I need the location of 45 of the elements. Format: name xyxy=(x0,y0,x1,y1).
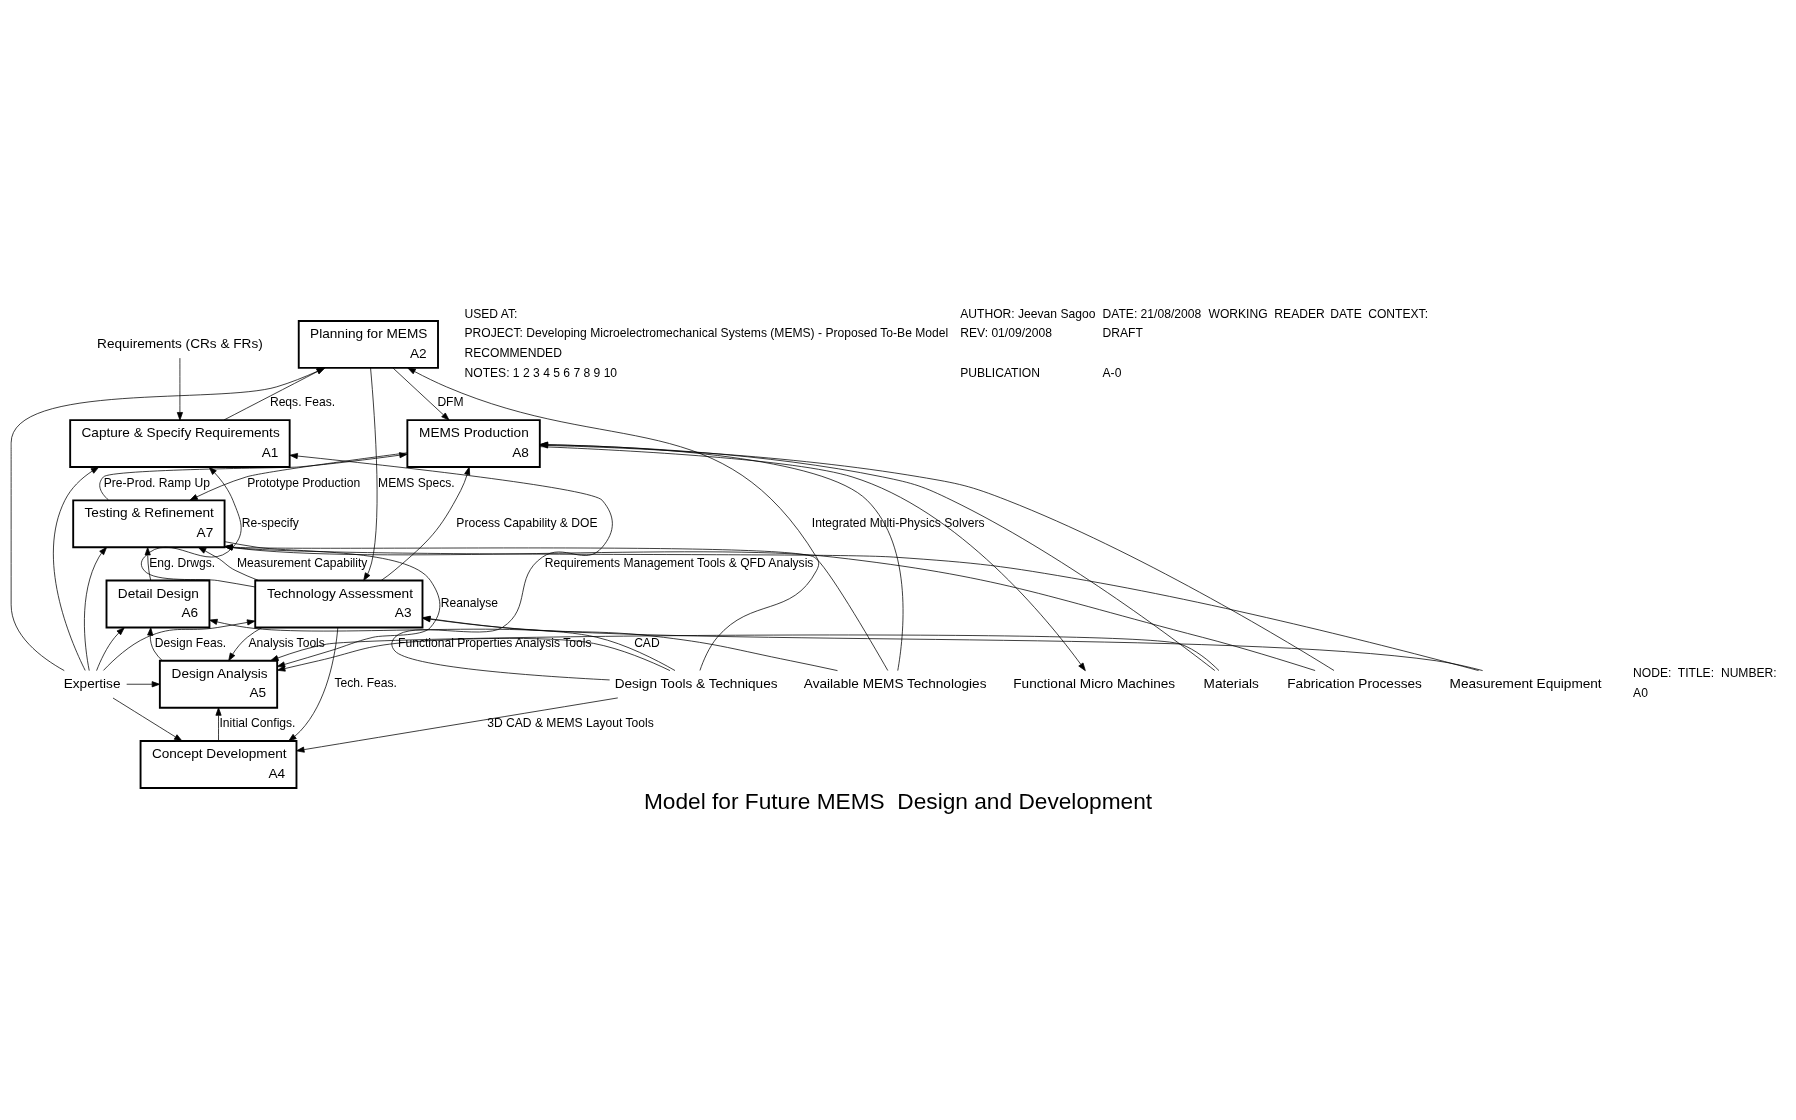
edge-label: CAD xyxy=(634,635,660,650)
edge-label: Re-specify xyxy=(241,515,299,530)
label: USED AT: xyxy=(464,306,518,321)
edge-label: Prototype Production xyxy=(247,475,361,490)
node-text: Fabrication Processes xyxy=(1287,675,1422,691)
label: DRAFT xyxy=(1102,325,1143,340)
edge-label: DFM xyxy=(437,394,464,409)
node-text: Expertise xyxy=(63,675,121,691)
edge-label: Integrated Multi-Physics Solvers xyxy=(811,515,985,530)
node-text: Available MEMS Technologies xyxy=(803,675,987,691)
edge-label: Requirements Management Tools & QFD Analysis xyxy=(544,555,814,570)
label: DATE: 21/08/2008 xyxy=(1102,306,1202,321)
label: A-0 xyxy=(1102,365,1122,380)
node-text: Functional Micro Machines xyxy=(1013,675,1176,691)
node-text: Requirements (CRs & FRs) xyxy=(97,335,263,351)
edge-label: Design Feas. xyxy=(154,635,227,650)
label: NUMBER: xyxy=(1720,665,1777,680)
node-text: Materials xyxy=(1203,675,1259,691)
node-text: Measurement Equipment xyxy=(1449,675,1602,691)
edge-label: Eng. Drwgs. xyxy=(149,555,216,570)
edge-label: Reqs. Feas. xyxy=(269,394,336,409)
edge-label: Tech. Feas. xyxy=(334,675,397,690)
diagram-title: Model for Future MEMS Design and Development xyxy=(643,787,1153,814)
label: TITLE: xyxy=(1677,665,1715,680)
label: RECOMMENDED xyxy=(464,345,562,360)
label: PROJECT: Developing Microelectromechanical Systems (MEMS) - Proposed To-Be Model xyxy=(464,325,949,340)
label: A0 xyxy=(1633,685,1648,700)
edge-label: Initial Configs. xyxy=(219,715,296,730)
edge-label: Measurement Capability xyxy=(236,555,368,570)
node-text: Design Tools & Techniques xyxy=(614,675,778,691)
edge-label: Process Capability & DOE xyxy=(456,515,598,530)
edge-label: MEMS Specs. xyxy=(378,475,455,490)
edge-label: Analysis Tools xyxy=(248,635,325,650)
label: DATE xyxy=(1330,306,1362,321)
label: AUTHOR: Jeevan Sagoo xyxy=(960,306,1096,321)
label: NOTES: 1 2 3 4 5 6 7 8 9 10 xyxy=(464,365,618,380)
label: WORKING xyxy=(1208,306,1268,321)
label: PUBLICATION xyxy=(960,365,1040,380)
label: READER xyxy=(1274,306,1325,321)
edge-label: 3D CAD & MEMS Layout Tools xyxy=(487,715,654,730)
edge-label: Reanalyse xyxy=(440,595,498,610)
label: NODE: xyxy=(1633,665,1672,680)
edge-label: Pre-Prod. Ramp Up xyxy=(103,475,210,490)
label: REV: 01/09/2008 xyxy=(960,325,1052,340)
label: CONTEXT: xyxy=(1368,306,1429,321)
